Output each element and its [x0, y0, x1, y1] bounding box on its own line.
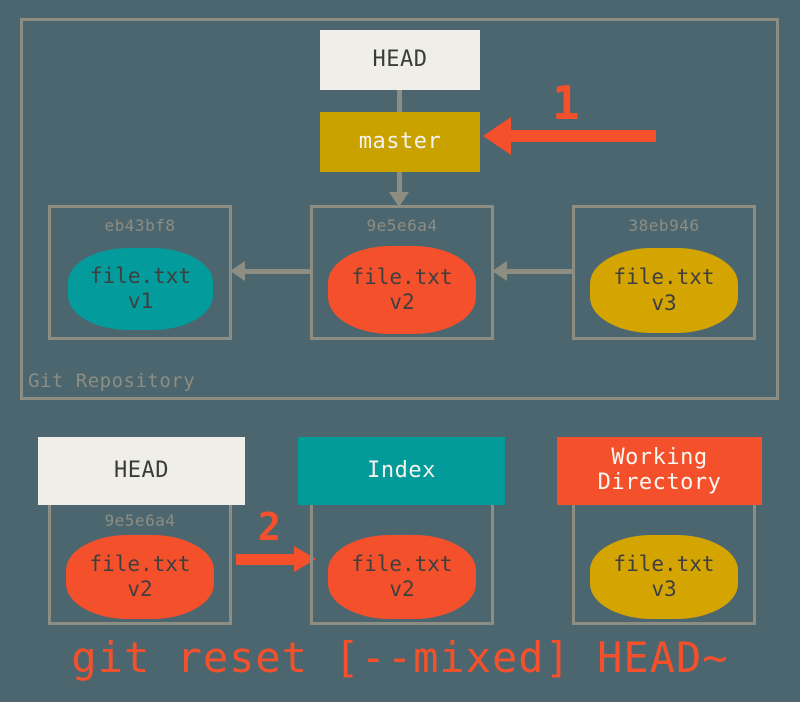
blob-file-name: file.txt [89, 263, 192, 288]
blob-file-version: v2 [389, 290, 415, 314]
blob-file-version: v2 [127, 577, 153, 601]
blob-index-area[interactable]: file.txt v2 [328, 535, 476, 619]
working-directory-title-line2: Directory [597, 470, 722, 495]
head-area-title: HEAD [114, 457, 169, 483]
blob-file-name: file.txt [351, 264, 453, 289]
step-1-arrow-head [483, 117, 511, 155]
index-area-title: Index [367, 457, 436, 483]
master-branch-label: master [358, 128, 442, 154]
blob-file-name: file.txt [351, 551, 453, 576]
parent-link-3-to-2-shaft [507, 269, 572, 274]
head-pointer-label: HEAD [372, 46, 428, 72]
parent-link-3-to-2-arrowhead [492, 261, 507, 281]
blob-file-version: v1 [127, 289, 154, 313]
head-area-hash: 9e5e6a4 [104, 511, 176, 530]
blob-file-name: file.txt [613, 551, 715, 576]
blob-9e5e6a4[interactable]: file.txt v2 [328, 246, 476, 334]
git-repository-frame [20, 18, 779, 400]
commit-hash-9e5e6a4: 9e5e6a4 [366, 216, 438, 235]
command-caption: git reset [--mixed] HEAD~ [71, 633, 729, 682]
head-area-title-box[interactable]: HEAD [38, 437, 245, 505]
head-to-master-line [397, 90, 402, 113]
commit-hash-38eb946: 38eb946 [628, 216, 700, 235]
master-branch-box[interactable]: master [320, 112, 480, 172]
step-1-number: 1 [552, 76, 580, 130]
blob-working-directory[interactable]: file.txt v3 [590, 535, 738, 619]
blob-file-version: v2 [389, 577, 415, 601]
step-2-number: 2 [258, 505, 281, 549]
blob-file-version: v3 [651, 577, 677, 601]
step-2-arrow-shaft [236, 554, 296, 565]
commit-box-38eb946[interactable]: 38eb946 [572, 205, 756, 340]
master-to-commit-arrowhead [389, 192, 409, 207]
step-1-arrow-shaft [511, 130, 656, 142]
blob-file-version: v3 [651, 290, 677, 315]
commit-hash-eb43bf8: eb43bf8 [104, 216, 176, 235]
parent-link-2-to-1-shaft [245, 269, 310, 274]
blob-file-name: file.txt [89, 551, 191, 576]
blob-eb43bf8[interactable]: file.txt v1 [68, 248, 213, 330]
head-pointer-box[interactable]: HEAD [320, 30, 480, 90]
blob-38eb946[interactable]: file.txt v3 [590, 248, 738, 333]
blob-head-area[interactable]: file.txt v2 [66, 535, 214, 619]
git-repository-label: Git Repository [28, 370, 196, 392]
blob-file-name: file.txt [613, 265, 715, 290]
master-to-commit-line [397, 172, 402, 195]
parent-link-2-to-1-arrowhead [230, 261, 245, 281]
index-area-title-box[interactable]: Index [298, 437, 505, 505]
working-directory-title-line1: Working [611, 445, 708, 471]
working-directory-title-box[interactable]: Working Directory [557, 437, 762, 505]
